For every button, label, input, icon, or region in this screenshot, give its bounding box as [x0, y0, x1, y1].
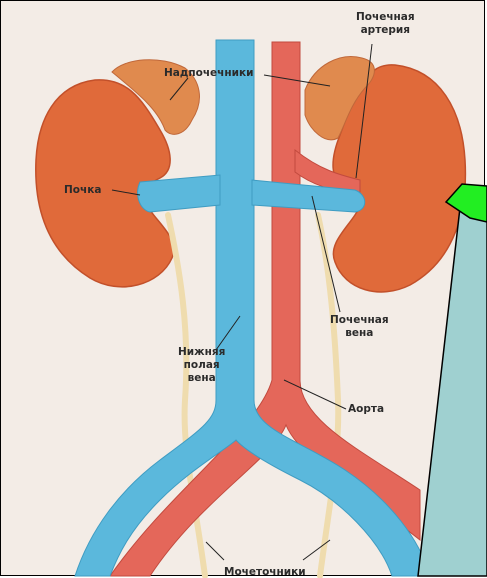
- right-ureter: [318, 215, 338, 576]
- label-renal-artery: Почечная артерия: [356, 11, 415, 37]
- label-aorta: Аорта: [348, 403, 384, 416]
- label-ureters: Мочеточники: [224, 566, 306, 578]
- label-kidney: Почка: [64, 184, 101, 197]
- label-renal-vein: Почечная вена: [330, 314, 389, 340]
- label-ivc-line3: вена: [178, 372, 225, 385]
- label-adrenals: Надпочечники: [164, 67, 253, 80]
- label-renal-vein-line2: вена: [330, 327, 389, 340]
- label-renal-artery-line1: Почечная: [356, 11, 415, 24]
- label-ivc-line1: Нижняя: [178, 346, 225, 359]
- label-renal-vein-line1: Почечная: [330, 314, 389, 327]
- label-inferior-vena-cava: Нижняя полая вена: [178, 346, 225, 385]
- label-renal-artery-line2: артерия: [356, 24, 415, 37]
- label-ivc-line2: полая: [178, 359, 225, 372]
